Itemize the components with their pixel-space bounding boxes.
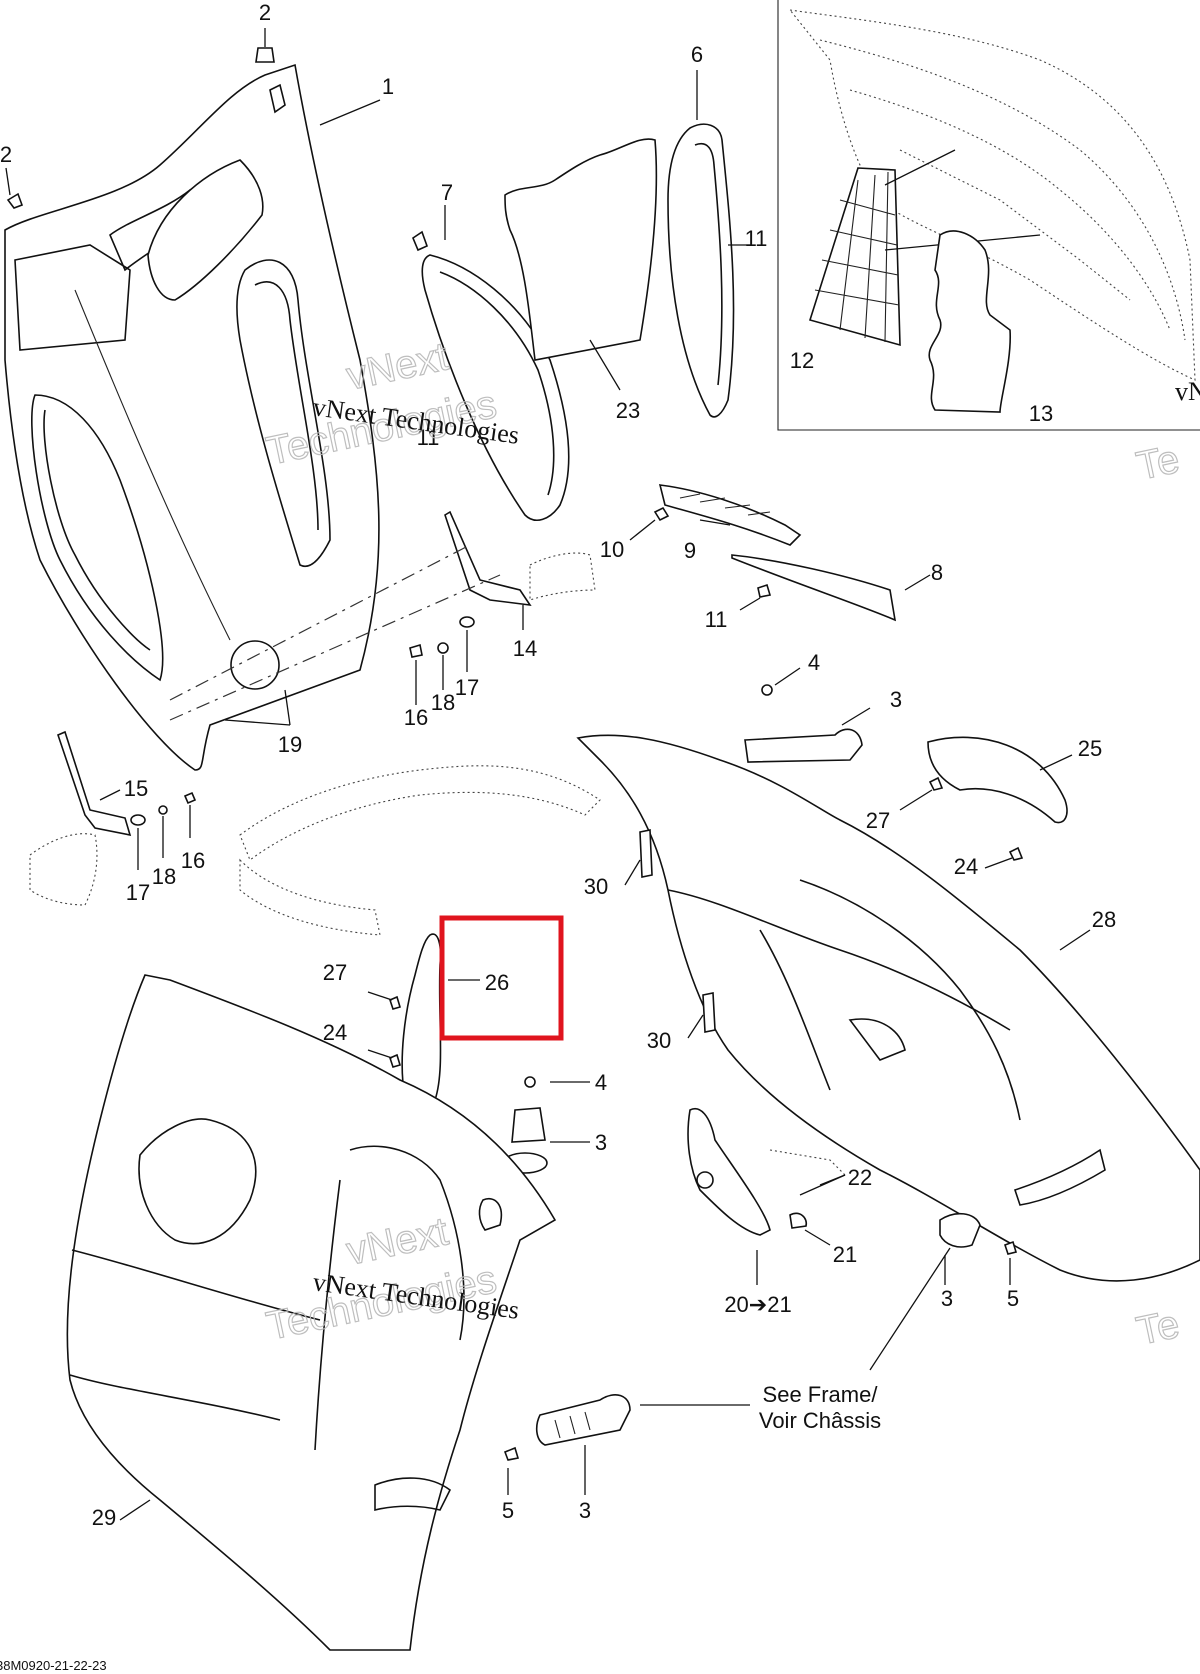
callout-7: 7 — [441, 180, 453, 205]
callout-labels: 2 1 2 6 7 11 23 12 13 11 10 9 8 11 14 4 … — [0, 0, 1116, 1530]
part-12-grid-pad — [808, 149, 1041, 347]
callout-20-to-21: 20➔21 — [724, 1292, 791, 1317]
callout-2: 2 — [0, 142, 12, 167]
part-3-handle-top — [744, 667, 871, 763]
callout-21: 21 — [833, 1242, 857, 1267]
callout-5: 5 — [1007, 1286, 1019, 1311]
watermark-edge: vN — [1175, 377, 1200, 406]
part-25-deflector — [899, 736, 1073, 869]
crossbar-assembly — [239, 765, 601, 936]
callout-14: 14 — [513, 636, 537, 661]
callout-18: 18 — [431, 690, 455, 715]
part-28-side-panel — [576, 734, 1200, 1282]
callout-13: 13 — [1029, 401, 1053, 426]
callout-17: 17 — [126, 880, 150, 905]
callout-5: 5 — [502, 1498, 514, 1523]
callout-18: 18 — [152, 864, 176, 889]
callout-27: 27 — [323, 960, 347, 985]
part-29-side-panel — [66, 974, 557, 1651]
callout-30: 30 — [584, 874, 608, 899]
drawing-code: 38M0920-21-22-23 — [0, 1658, 107, 1673]
callout-19: 19 — [278, 732, 302, 757]
part-3-mount-right — [869, 1212, 1018, 1371]
part-3-mount-middle — [502, 1076, 590, 1174]
watermark-edge: Te — [1133, 1302, 1183, 1354]
callout-6: 6 — [691, 42, 703, 67]
callout-26: 26 — [485, 970, 509, 995]
callout-17: 17 — [455, 675, 479, 700]
callout-9: 9 — [684, 538, 696, 563]
callout-3: 3 — [595, 1130, 607, 1155]
callout-22: 22 — [848, 1165, 872, 1190]
callout-16: 16 — [404, 705, 428, 730]
callout-11: 11 — [705, 607, 728, 632]
part-14-bracket — [169, 510, 596, 721]
part-15-bracket — [29, 730, 197, 906]
part-13-foam-block — [928, 230, 1012, 413]
watermark-edge: Te — [1133, 437, 1183, 489]
callout-11: 11 — [417, 425, 440, 450]
watermark-large: vNext — [343, 335, 452, 399]
part-2-clips — [5, 28, 275, 209]
callout-3: 3 — [890, 687, 902, 712]
callout-12: 12 — [790, 348, 814, 373]
part-20-bracket — [687, 1108, 846, 1285]
callout-4: 4 — [595, 1070, 607, 1095]
callout-28: 28 — [1092, 907, 1116, 932]
inset-detail — [777, 0, 1200, 431]
callout-3: 3 — [579, 1498, 591, 1523]
callout-10: 10 — [600, 537, 624, 562]
callout-2: 2 — [259, 0, 271, 25]
highlight-box — [439, 915, 564, 1041]
callout-8: 8 — [931, 560, 943, 585]
callout-27: 27 — [866, 808, 890, 833]
part-9-grille — [629, 484, 802, 546]
callout-4: 4 — [808, 650, 820, 675]
callout-16: 16 — [181, 848, 205, 873]
part-6-vent-frame — [667, 70, 752, 418]
part-1-front-panel — [4, 63, 380, 771]
part-3-latch-lower — [503, 1394, 750, 1495]
callout-3: 3 — [941, 1286, 953, 1311]
see-frame-note-line1: See Frame/ — [763, 1382, 879, 1407]
callout-1: 1 — [382, 74, 394, 99]
see-frame-note-line2: Voir Châssis — [759, 1408, 881, 1433]
callout-15: 15 — [124, 776, 148, 801]
part-7-vent-frame — [412, 205, 570, 521]
callout-23: 23 — [616, 398, 640, 423]
callout-29: 29 — [92, 1505, 116, 1530]
callout-30: 30 — [647, 1028, 671, 1053]
part-8-trim — [731, 554, 931, 622]
part-23-foam — [504, 138, 658, 391]
callout-11: 11 — [745, 226, 768, 251]
callout-24: 24 — [323, 1020, 347, 1045]
callout-24: 24 — [954, 854, 978, 879]
callout-25: 25 — [1078, 736, 1102, 761]
hardware-upper — [224, 616, 475, 726]
